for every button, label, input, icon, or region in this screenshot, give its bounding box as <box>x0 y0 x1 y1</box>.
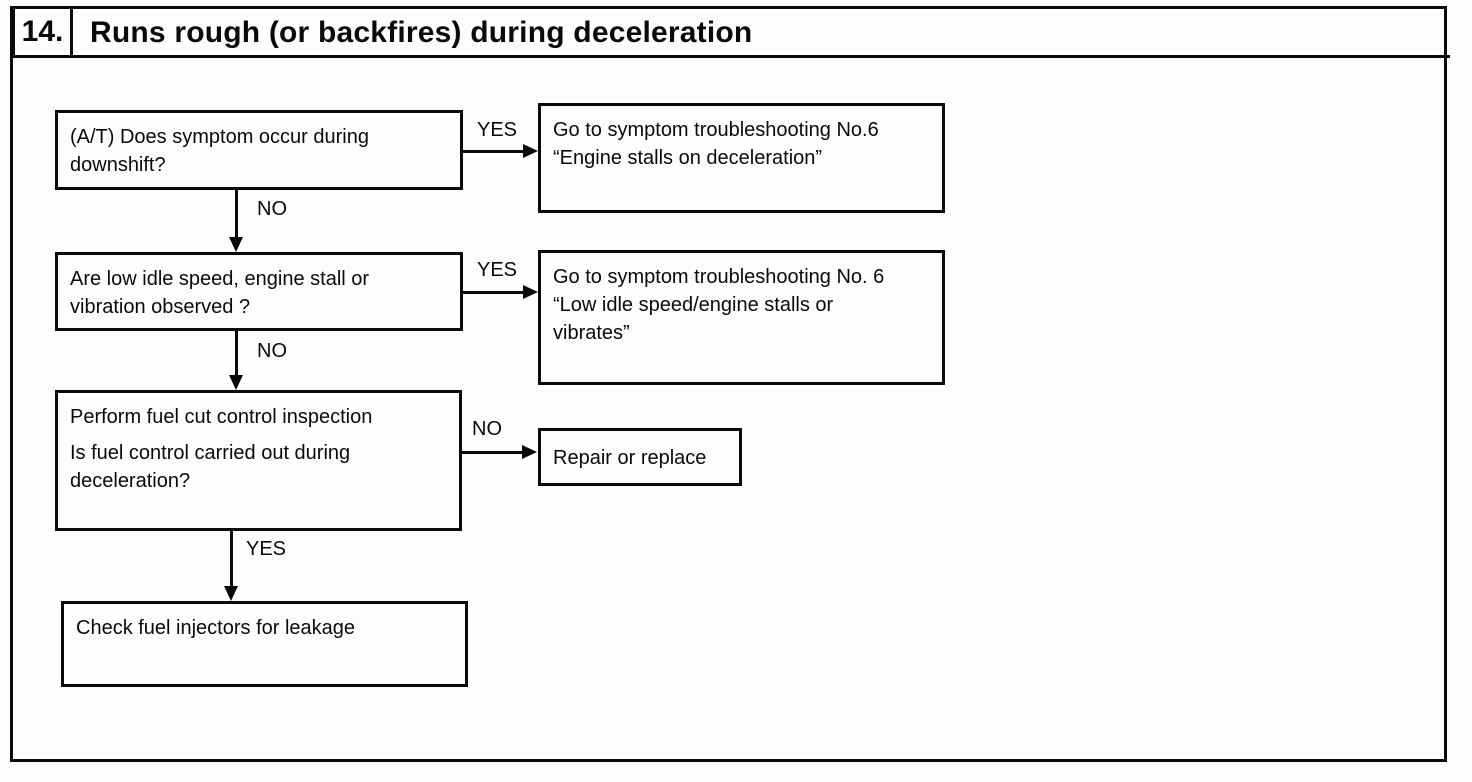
arrow-q2-r2 <box>463 291 525 294</box>
edge-label-q3-q4: YES <box>246 538 287 560</box>
edge-label-q2-q3: NO <box>257 340 287 362</box>
flow-node-q4-text: Check fuel injectors for leakage <box>76 617 356 639</box>
flow-node-q3-text: Perform fuel cut control inspection <box>70 406 373 428</box>
arrow-q2-q3 <box>235 331 238 376</box>
arrowhead-q3-q4 <box>224 586 238 601</box>
title-separator-line <box>10 55 1450 58</box>
flow-node-q3-text2: Is fuel control carried out during decel… <box>70 442 351 492</box>
page-border <box>10 6 1447 762</box>
flow-node-r1: Go to symptom troubleshooting No.6 “Engi… <box>538 103 945 213</box>
flow-node-q1-text: (A/T) Does symptom occur during downshif… <box>70 126 369 176</box>
flow-node-q1: (A/T) Does symptom occur during downshif… <box>55 110 463 190</box>
flow-node-q4: Check fuel injectors for leakage <box>61 601 468 687</box>
arrow-q3-q4 <box>230 531 233 587</box>
arrowhead-q3-r3 <box>522 445 537 459</box>
flow-node-r2-text: Go to symptom troubleshooting No. 6 “Low… <box>553 266 885 344</box>
flow-node-r3: Repair or replace <box>538 428 742 486</box>
edge-label-q1-q2: NO <box>257 198 287 220</box>
flow-node-q3: Perform fuel cut control inspection Is f… <box>55 390 462 531</box>
arrowhead-q1-q2 <box>229 237 243 252</box>
edge-label-q3-r3: NO <box>472 418 502 440</box>
arrowhead-q2-q3 <box>229 375 243 390</box>
flow-node-q2: Are low idle speed, engine stall or vibr… <box>55 252 463 331</box>
arrowhead-q1-r1 <box>523 144 538 158</box>
arrow-q1-r1 <box>463 150 525 153</box>
edge-label-q1-r1: YES <box>477 119 518 141</box>
arrow-q3-r3 <box>462 451 524 454</box>
edge-label-q2-r2: YES <box>477 259 518 281</box>
flow-node-r1-text: Go to symptom troubleshooting No.6 “Engi… <box>553 119 879 169</box>
flow-node-r2: Go to symptom troubleshooting No. 6 “Low… <box>538 250 945 385</box>
section-number: 14. <box>21 15 64 48</box>
flow-node-q2-text: Are low idle speed, engine stall or vibr… <box>70 268 370 318</box>
flow-node-r3-text: Repair or replace <box>553 447 707 469</box>
arrow-q1-q2 <box>235 190 238 238</box>
section-number-box: 14. <box>12 6 73 58</box>
page-title: Runs rough (or backfires) during deceler… <box>90 16 753 49</box>
arrowhead-q2-r2 <box>523 285 538 299</box>
